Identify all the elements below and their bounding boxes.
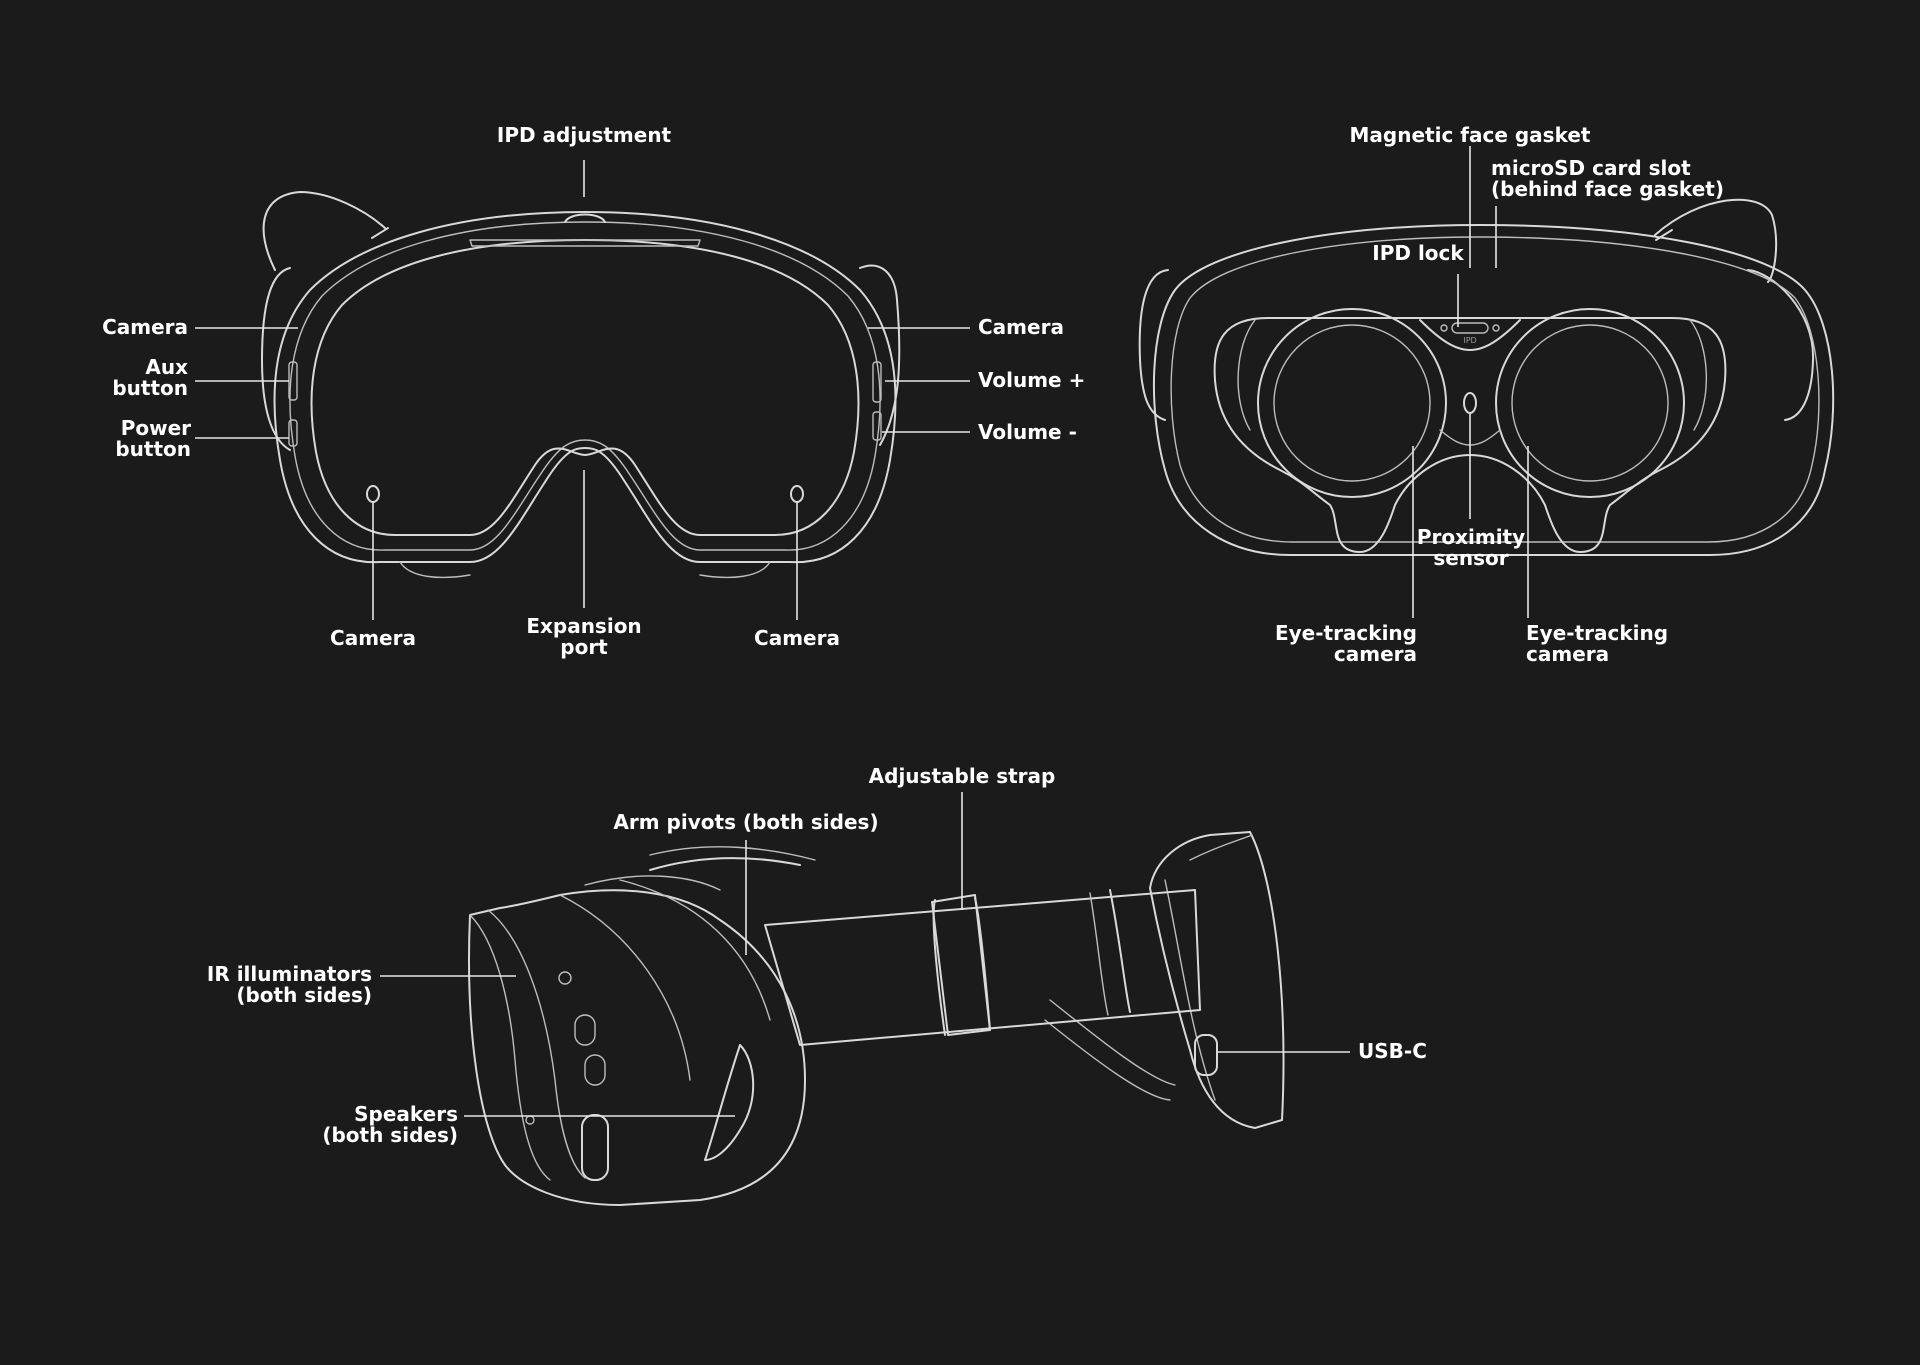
side-view-drawing bbox=[468, 831, 1285, 1206]
label-aux-button: Aux button bbox=[112, 355, 188, 400]
label-bottom-camera-left: Camera bbox=[330, 626, 416, 650]
label-usb-c: USB-C bbox=[1358, 1039, 1427, 1063]
front-view-drawing bbox=[261, 191, 901, 579]
label-eye-tracking-right: Eye-tracking camera bbox=[1526, 621, 1669, 666]
label-magnetic-face-gasket: Magnetic face gasket bbox=[1349, 123, 1591, 147]
label-microsd-slot: microSD card slot (behind face gasket) bbox=[1491, 156, 1724, 201]
rear-view-drawing: IPD bbox=[1138, 198, 1835, 556]
label-ipd-adjustment: IPD adjustment bbox=[496, 123, 672, 147]
label-volume-down: Volume - bbox=[978, 420, 1077, 444]
label-adjustable-strap: Adjustable strap bbox=[868, 764, 1056, 788]
ipd-lock-small-text: IPD bbox=[1463, 336, 1476, 345]
label-ipd-lock: IPD lock bbox=[1372, 241, 1464, 265]
label-ir-illuminators: IR illuminators (both sides) bbox=[206, 962, 372, 1007]
leader-lines bbox=[195, 146, 1529, 1117]
label-bottom-camera-right: Camera bbox=[754, 626, 840, 650]
label-front-camera-right: Camera bbox=[978, 315, 1064, 339]
label-eye-tracking-left: Eye-tracking camera bbox=[1274, 621, 1417, 666]
label-arm-pivots: Arm pivots (both sides) bbox=[613, 810, 879, 834]
label-power-button: Power button bbox=[115, 416, 191, 461]
label-expansion-port: Expansion port bbox=[526, 614, 642, 659]
label-proximity-sensor: Proximity sensor bbox=[1416, 525, 1526, 570]
label-speakers: Speakers (both sides) bbox=[322, 1102, 458, 1147]
label-front-camera-left: Camera bbox=[102, 315, 188, 339]
label-volume-up: Volume + bbox=[978, 368, 1086, 392]
